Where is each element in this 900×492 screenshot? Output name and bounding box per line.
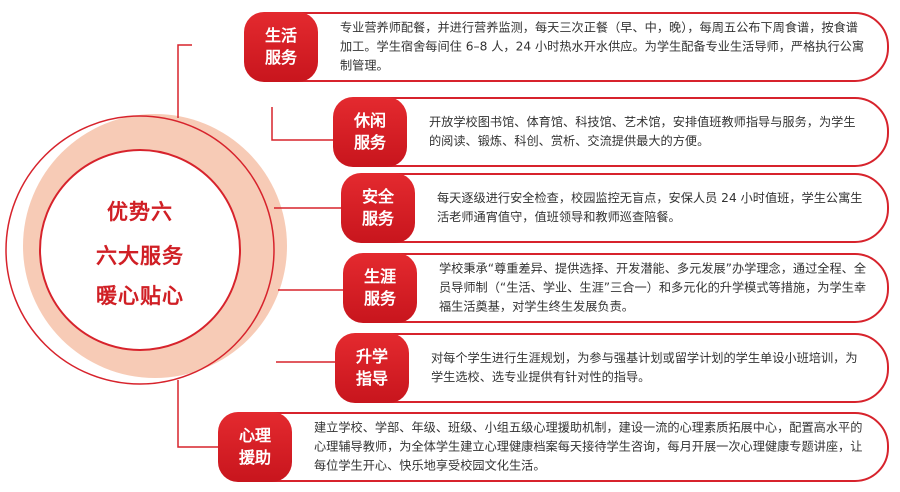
badge-text-line2: 服务	[363, 289, 396, 308]
badge-text-line1: 生活	[264, 26, 297, 45]
connector-lines	[177, 44, 343, 448]
badge-text-line2: 服务	[353, 133, 386, 152]
service-badge-safety: 安全 服务	[341, 173, 415, 243]
service-box-psychology: 心理 援助 建立学校、学部、年级、班级、小组五级心理援助机制，建设一流的心理素质…	[218, 412, 889, 482]
badge-text-line2: 指导	[355, 369, 388, 388]
service-badge-leisure: 休闲 服务	[333, 97, 407, 167]
badge-text-line1: 休闲	[353, 111, 386, 130]
connector-6	[177, 380, 218, 448]
center-title-line1: 优势六	[107, 199, 173, 224]
service-badge-psychology: 心理 援助	[218, 412, 292, 482]
service-desc-leisure: 开放学校图书馆、体育馆、科技馆、艺术馆，安排值班教师指导与服务，为学生的阅读、锻…	[429, 115, 856, 148]
badge-text-line2: 服务	[264, 48, 297, 67]
service-badge-life: 生活 服务	[244, 12, 318, 82]
center-disc	[40, 150, 240, 350]
service-box-admission: 升学 指导 对每个学生进行生涯规划，为参与强基计划或留学计划的学生单设小班培训，…	[335, 333, 889, 403]
connector-1	[177, 44, 192, 118]
service-badge-career: 生涯 服务	[343, 253, 417, 323]
inner-ring-stroke	[39, 149, 241, 351]
badge-text-line2: 服务	[361, 209, 394, 228]
service-desc-life: 专业营养师配餐，并进行营养监测，每天三次正餐（早、中，晚），每周五公布下周食谱，…	[340, 20, 865, 73]
outer-ring-stroke	[5, 115, 275, 385]
badge-text-line1: 生涯	[363, 267, 396, 286]
connector-2	[271, 107, 333, 141]
service-box-career: 生涯 服务 学校秉承“尊重差异、提供选择、开发潜能、多元发展”办学理念，通过全程…	[343, 253, 889, 323]
badge-text-line1: 安全	[361, 187, 394, 206]
service-badge-admission: 升学 指导	[335, 333, 409, 403]
service-box-leisure: 休闲 服务 开放学校图书馆、体育馆、科技馆、艺术馆，安排值班教师指导与服务，为学…	[333, 97, 889, 167]
service-desc-safety: 每天逐级进行安全检查，校园监控无盲点，安保人员 24 小时值班，学生公寓生活老师…	[437, 191, 863, 224]
service-box-life: 生活 服务 专业营养师配餐，并进行营养监测，每天三次正餐（早、中，晚），每周五公…	[244, 12, 889, 82]
service-desc-psychology: 建立学校、学部、年级、班级、小组五级心理援助机制，建设一流的心理素质拓展中心，配…	[314, 420, 863, 473]
service-desc-career: 学校秉承“尊重差异、提供选择、开发潜能、多元发展”办学理念，通过全程、全员导师制…	[439, 261, 867, 314]
badge-text-line1: 心理	[238, 426, 271, 445]
center-title-line2: 六大服务	[96, 243, 184, 268]
service-desc-admission: 对每个学生进行生涯规划，为参与强基计划或留学计划的学生单设小班培训，为学生选校、…	[431, 351, 858, 384]
service-box-safety: 安全 服务 每天逐级进行安全检查，校园监控无盲点，安保人员 24 小时值班，学生…	[341, 173, 889, 243]
badge-text-line2: 援助	[238, 448, 271, 467]
center-title-line3: 暖心贴心	[96, 283, 184, 308]
badge-text-line1: 升学	[355, 347, 388, 366]
